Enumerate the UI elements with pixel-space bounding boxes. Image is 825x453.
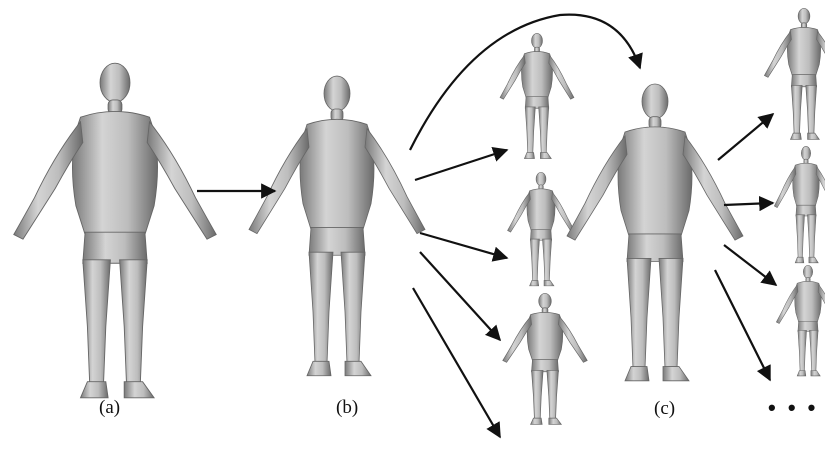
- arrow-b-to-more: [413, 288, 500, 437]
- arrow-b-to-variant-3: [420, 252, 500, 340]
- figure-c-body: [567, 84, 743, 381]
- arrow-c-to-variant-1: [718, 114, 773, 160]
- figure-b-body: [249, 76, 425, 376]
- arrow-c-to-more: [715, 270, 770, 380]
- figure-b-variant-1: [500, 33, 574, 158]
- arrow-c-to-variant-2: [724, 203, 773, 205]
- figure-a-body: [14, 63, 216, 398]
- label-b: (b): [336, 397, 358, 419]
- figure-c-variant-3: [776, 265, 825, 376]
- figure-c-variant-2: [774, 146, 825, 262]
- arrow-c-to-variant-3: [724, 245, 776, 285]
- figure-b-variant-2: [508, 172, 575, 285]
- ellipsis-more-variants: • • •: [768, 395, 818, 421]
- label-c: (c): [654, 398, 675, 420]
- arrow-b-to-variant-2: [420, 233, 507, 258]
- label-a: (a): [99, 397, 120, 419]
- figure-c-variant-1: [764, 8, 825, 139]
- arrow-b-to-variant-1: [415, 150, 507, 180]
- figure-b-variant-3: [503, 293, 587, 424]
